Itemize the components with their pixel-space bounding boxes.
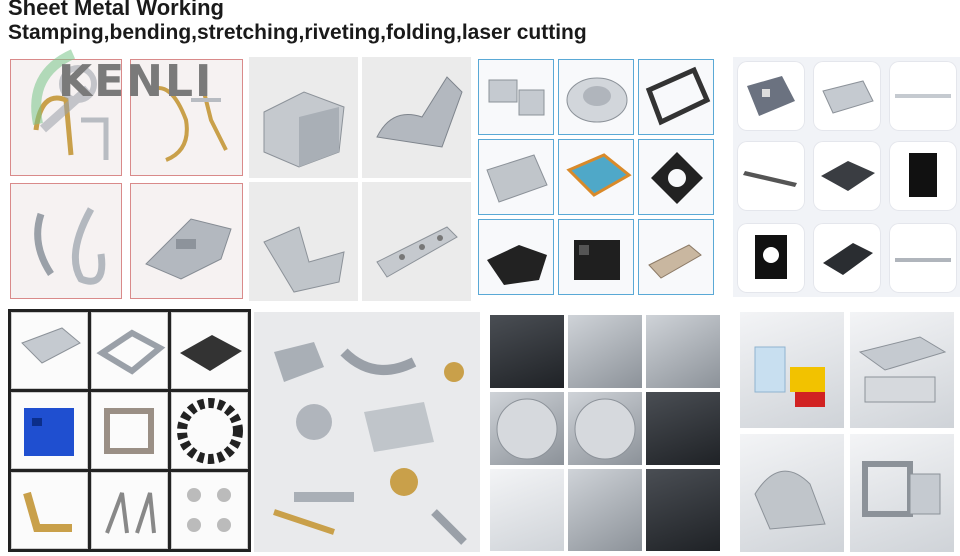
machined-plate-2	[568, 315, 642, 388]
photo-group-laser-cut	[488, 313, 722, 553]
mount-plate	[737, 223, 805, 293]
photo-group-assorted-stampings	[254, 312, 480, 552]
clips	[91, 472, 168, 549]
perforated-bracket	[362, 182, 471, 301]
thin-strip	[889, 61, 957, 131]
brass-bend	[11, 472, 88, 549]
perforated-plate	[478, 139, 554, 215]
box-bracket	[646, 392, 720, 465]
logo-text: KENLI	[58, 56, 214, 107]
bent-shells	[740, 434, 844, 552]
cage-part	[91, 392, 168, 469]
photo-group-stamped-brackets	[8, 57, 245, 301]
hole-disc-2	[568, 392, 642, 465]
curved-shell	[568, 469, 642, 551]
formed-box	[249, 57, 358, 178]
black-bracket	[478, 219, 554, 295]
photo-group-bent-boxes	[249, 57, 471, 301]
slotted-cover	[171, 312, 248, 389]
bent-angle	[249, 182, 358, 301]
rail-strip	[737, 141, 805, 211]
page-subtitle: Stamping,bending,stretching,riveting,fol…	[8, 21, 587, 44]
kenli-logo	[18, 34, 218, 144]
turned-cover	[558, 59, 634, 135]
brass-clip-parts	[10, 59, 122, 176]
frame-plate	[638, 59, 714, 135]
cut-plates	[478, 59, 554, 135]
brass-wire-forms	[130, 59, 243, 176]
star-washers	[171, 472, 248, 549]
flat-panel	[813, 61, 881, 131]
blue-tray	[558, 139, 634, 215]
photo-group-blue-frame-parts	[476, 57, 716, 297]
bent-tray	[362, 57, 471, 178]
photo-group-enclosures	[740, 312, 957, 552]
blue-enclosure	[11, 392, 88, 469]
stamped-bracket	[130, 183, 243, 299]
hole-disc-1	[490, 392, 564, 465]
vent-plate	[737, 61, 805, 131]
chassis-tray	[813, 141, 881, 211]
photo-group-white-cards	[733, 57, 960, 297]
channel-bracket	[11, 312, 88, 389]
open-frame	[850, 434, 954, 552]
long-plate	[646, 315, 720, 388]
frame-bracket	[91, 312, 168, 389]
bent-strip-clip	[10, 183, 122, 299]
gear-disc	[171, 392, 248, 469]
black-plate	[646, 469, 720, 551]
black-box	[558, 219, 634, 295]
black-panel	[889, 141, 957, 211]
square-flange	[638, 139, 714, 215]
hinge-plate	[638, 219, 714, 295]
press-machine	[490, 469, 564, 551]
photo-group-dark-grid	[8, 309, 251, 552]
assorted-parts	[254, 312, 480, 552]
long-strip	[889, 223, 957, 293]
page-title: Sheet Metal Working	[8, 0, 224, 20]
acrylic-parts	[740, 312, 844, 428]
enclosure-set	[850, 312, 954, 428]
machined-plate-1	[490, 315, 564, 388]
slotted-plate	[813, 223, 881, 293]
